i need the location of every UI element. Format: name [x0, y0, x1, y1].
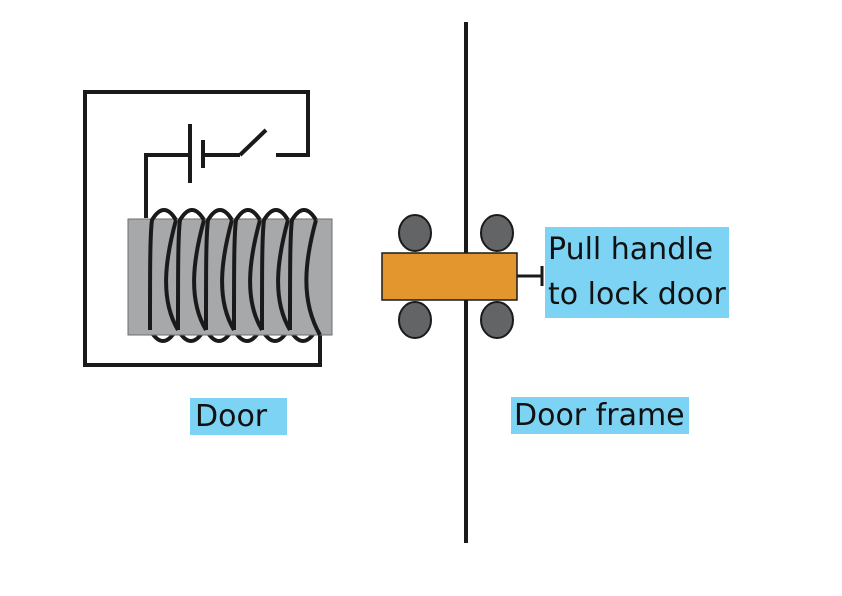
lock-bolt	[381, 252, 518, 301]
roller-top-left	[398, 214, 432, 252]
pull-handle-label: Pull handle to lock door	[545, 227, 729, 318]
switch-icon	[203, 128, 268, 157]
roller-bottom-right	[480, 301, 514, 339]
circuit-wire	[83, 90, 322, 367]
door-frame-label: Door frame	[511, 397, 689, 434]
pull-handle-label-line1: Pull handle	[548, 232, 714, 267]
rollers	[398, 214, 514, 339]
battery-icon	[188, 124, 205, 183]
pull-handle-label-line2: to lock door	[548, 277, 726, 312]
pull-handle-icon	[517, 266, 544, 286]
roller-bottom-left	[398, 301, 432, 339]
coil-winding	[148, 208, 322, 336]
door-label: Door	[190, 398, 287, 435]
iron-core	[127, 218, 333, 336]
roller-top-right	[480, 214, 514, 252]
coil-lead-wire	[144, 153, 189, 218]
